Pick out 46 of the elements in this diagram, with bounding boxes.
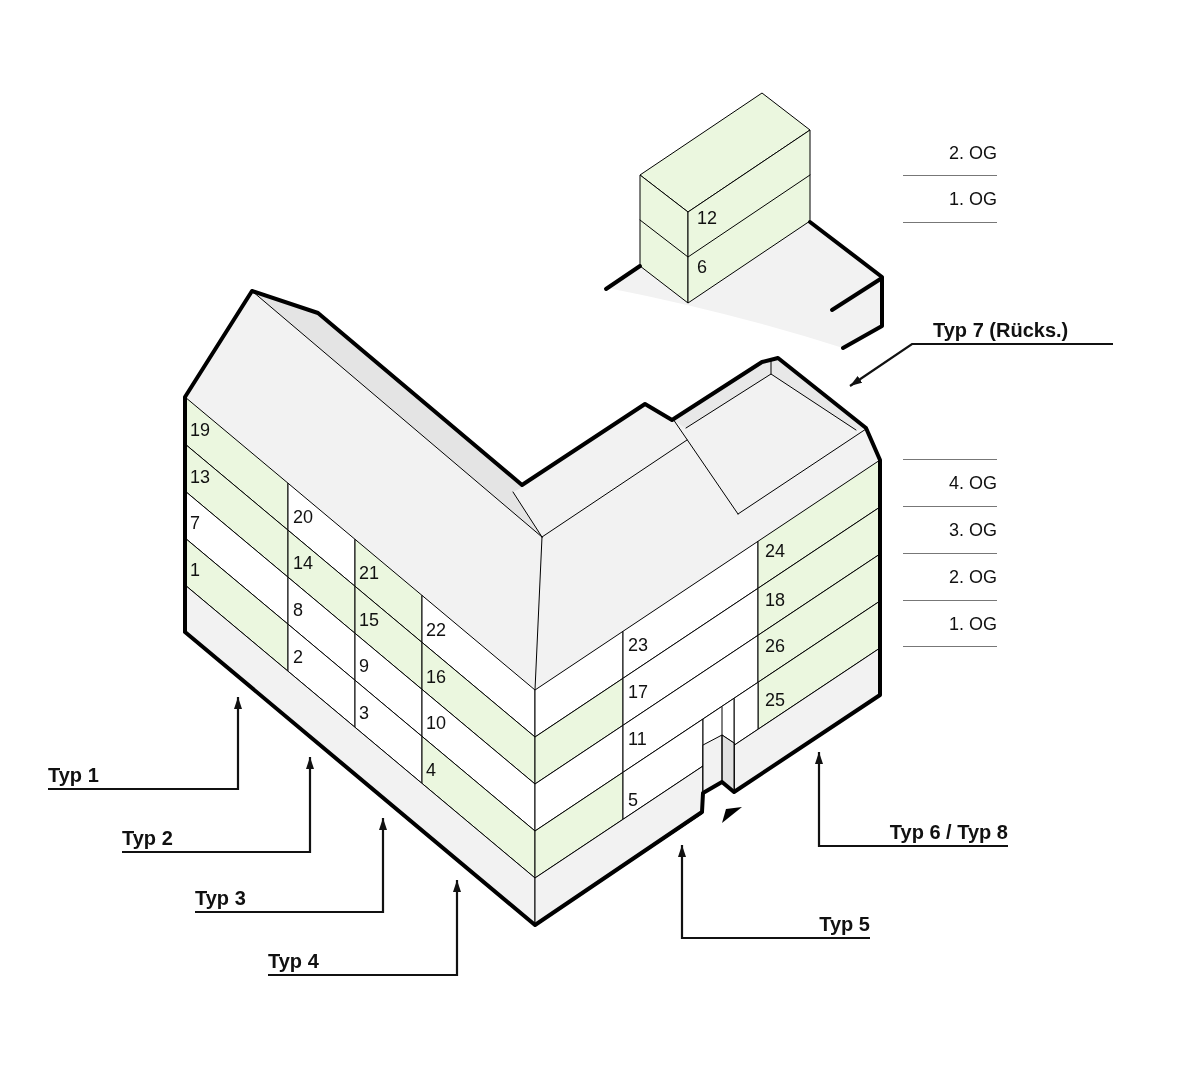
floor-label: 3. OG xyxy=(949,520,997,540)
type-label: Typ 1 xyxy=(48,761,99,789)
unit-number: 14 xyxy=(293,554,314,572)
leader-arrow xyxy=(48,697,242,791)
leader-arrow xyxy=(268,880,461,977)
type-label: Typ 4 xyxy=(268,947,319,975)
type-label: Typ 6 / Typ 8 xyxy=(889,818,1008,846)
leader-arrow xyxy=(849,342,1113,387)
leader-arrow xyxy=(195,818,387,914)
floor-label: 1. OG xyxy=(949,614,997,634)
unit-number: 13 xyxy=(190,468,211,486)
floor-label: 2. OG xyxy=(949,143,997,163)
unit-number: 5 xyxy=(628,791,638,809)
type-label: Typ 5 xyxy=(819,910,870,938)
unit-number: 24 xyxy=(765,542,786,560)
unit-number: 26 xyxy=(765,637,786,655)
type-label: Typ 3 xyxy=(195,884,246,912)
unit-number: 15 xyxy=(359,611,380,629)
unit-number: 19 xyxy=(190,421,211,439)
unit-number: 2 xyxy=(293,648,303,666)
unit-number: 3 xyxy=(359,704,369,722)
unit-number: 11 xyxy=(628,730,647,748)
unit-number: 4 xyxy=(426,761,436,779)
floor-label: 4. OG xyxy=(949,473,997,493)
unit-number: 6 xyxy=(697,258,707,276)
floor-label: 2. OG xyxy=(949,567,997,587)
unit-number: 10 xyxy=(426,714,447,732)
unit-number: 18 xyxy=(765,591,786,609)
unit-number: 16 xyxy=(426,668,447,686)
unit-number: 8 xyxy=(293,601,303,619)
unit-number: 1 xyxy=(190,561,200,579)
unit-number: 23 xyxy=(628,636,649,654)
leader-arrow xyxy=(122,757,314,854)
unit-number: 20 xyxy=(293,508,314,526)
unit-number: 25 xyxy=(765,691,786,709)
unit-number: 7 xyxy=(190,514,200,532)
unit-number: 12 xyxy=(697,209,718,227)
unit-number: 21 xyxy=(359,564,380,582)
unit-number: 17 xyxy=(628,683,649,701)
type-label: Typ 7 (Rücks.) xyxy=(933,316,1069,344)
floor-label: 1. OG xyxy=(949,189,997,209)
type-label: Typ 2 xyxy=(122,824,173,852)
unit-number: 22 xyxy=(426,621,447,639)
unit-number: 9 xyxy=(359,657,369,675)
leader-arrow xyxy=(678,845,870,940)
leader-arrow xyxy=(815,752,1008,848)
